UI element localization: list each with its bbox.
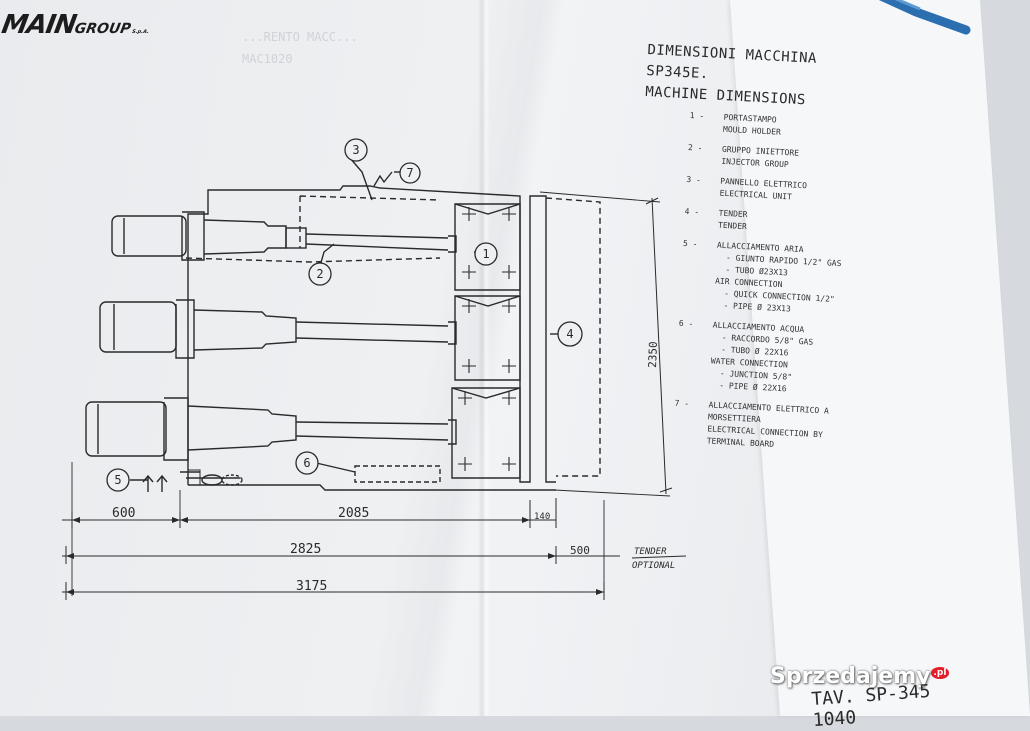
- tender-label: TENDER: [634, 547, 667, 557]
- watermark-badge: .pl: [930, 666, 950, 679]
- machine-outline: [62, 157, 687, 600]
- callout-2: 2: [316, 267, 323, 281]
- faded-line-2: MAC1020: [242, 52, 293, 66]
- callout-3: 3: [352, 143, 359, 157]
- faded-stamp-text: ...RENTO MACC... MAC1020: [242, 26, 358, 70]
- dim-3175: 3175: [296, 579, 327, 594]
- callout-circle-7: [399, 162, 421, 184]
- callout-labels: 3 7 1 2 4 5 6: [114, 143, 573, 487]
- technical-drawing: 3 7 1 2 4 5 6 600 2085 140 2825 500 3175…: [62, 138, 687, 600]
- callout-circle-4: [557, 321, 583, 347]
- dim-140: 140: [534, 512, 550, 522]
- callout-circle-1: [474, 242, 498, 266]
- callout-1: 1: [482, 247, 489, 261]
- callout-7: 7: [406, 166, 413, 180]
- callout-circle-5: [106, 468, 130, 492]
- callout-circle-6: [295, 451, 319, 475]
- watermark-text: Sprzedajemy: [770, 664, 931, 689]
- callout-4: 4: [566, 327, 573, 341]
- dim-500: 500: [570, 544, 590, 557]
- callout-circle-2: [308, 262, 332, 286]
- faded-line-1: ...RENTO MACC...: [242, 30, 358, 44]
- callout-circles: [106, 138, 583, 492]
- dimension-labels: 600 2085 140 2825 500 3175 2350 TENDER O…: [112, 341, 675, 594]
- callout-circle-3: [344, 138, 368, 162]
- callout-5: 5: [114, 473, 121, 487]
- sprzedajemy-watermark: Sprzedajemy.pl: [770, 664, 950, 689]
- blue-cable: [878, 0, 971, 35]
- drawing-reference: TAV. SP-345 1040: [810, 680, 932, 731]
- dim-2350: 2350: [646, 341, 660, 368]
- dim-2825: 2825: [290, 542, 321, 557]
- dim-600: 600: [112, 506, 135, 521]
- dimension-arrows: [66, 517, 604, 595]
- dim-2085: 2085: [338, 506, 369, 521]
- page-fold: [478, 0, 490, 716]
- optional-label: OPTIONAL: [632, 561, 675, 571]
- callout-6: 6: [303, 456, 310, 470]
